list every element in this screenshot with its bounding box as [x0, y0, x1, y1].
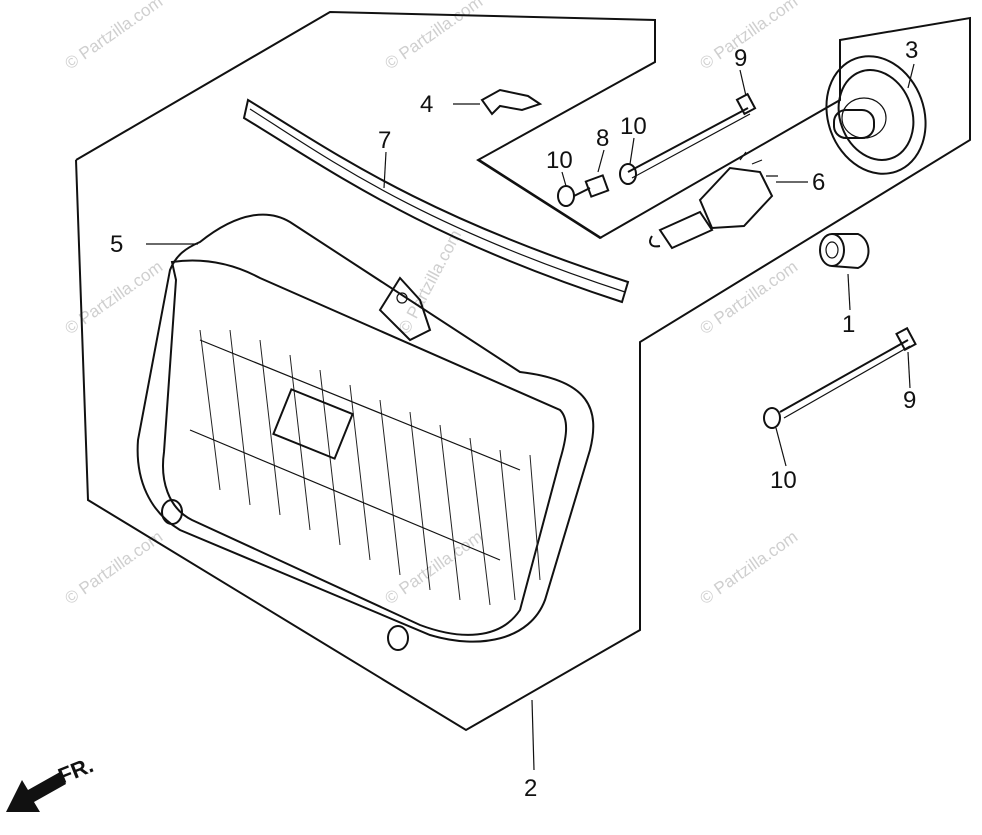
- front-label: FR.: [55, 752, 97, 788]
- inner-boundary-edge: [479, 159, 603, 239]
- watermark: © Partzilla.com: [381, 0, 486, 73]
- callout-9-upper: 9: [734, 45, 747, 72]
- callout-7: 7: [378, 127, 391, 154]
- callout-8: 8: [596, 125, 609, 152]
- clip-part: [480, 88, 543, 116]
- front-arrow-icon: [6, 772, 66, 812]
- bulb-part: [649, 151, 778, 250]
- callout-10-left: 10: [546, 147, 573, 174]
- washer-part: [557, 185, 575, 207]
- washer-part: [619, 163, 637, 185]
- lens-hatching: [199, 329, 541, 606]
- headlight-unit-part: [136, 213, 595, 651]
- callout-4: 4: [420, 91, 433, 118]
- callout-2: 2: [524, 775, 537, 802]
- callout-3: 3: [905, 37, 918, 64]
- watermark: © Partzilla.com: [61, 257, 166, 338]
- watermark: © Partzilla.com: [696, 0, 801, 73]
- callout-10-upper: 10: [620, 113, 647, 140]
- callout-1: 1: [842, 311, 855, 338]
- socket-cover-part: [825, 55, 927, 175]
- nut-part: [573, 174, 610, 198]
- watermark: © Partzilla.com: [61, 527, 166, 608]
- grommet-part: [819, 233, 870, 270]
- front-direction-indicator: FR.: [6, 752, 97, 812]
- watermark: © Partzilla.com: [61, 0, 166, 73]
- lower-bolt-part: [779, 326, 917, 419]
- washer-part: [763, 407, 781, 429]
- assembly-boundary: [75, 10, 971, 732]
- leader-lines: [146, 63, 915, 771]
- watermark: © Partzilla.com: [696, 527, 801, 608]
- callouts: 4 5 7 3 6 1 9 9 10 10 8 10 2: [110, 37, 918, 802]
- trim-strip-part: [242, 98, 630, 304]
- callout-6: 6: [812, 169, 825, 196]
- callout-9-lower: 9: [903, 387, 916, 414]
- watermark: © Partzilla.com: [395, 227, 466, 337]
- callout-10-lower: 10: [770, 467, 797, 494]
- watermark: © Partzilla.com: [381, 527, 486, 608]
- callout-5: 5: [110, 231, 123, 258]
- upper-bolt-part: [627, 92, 757, 179]
